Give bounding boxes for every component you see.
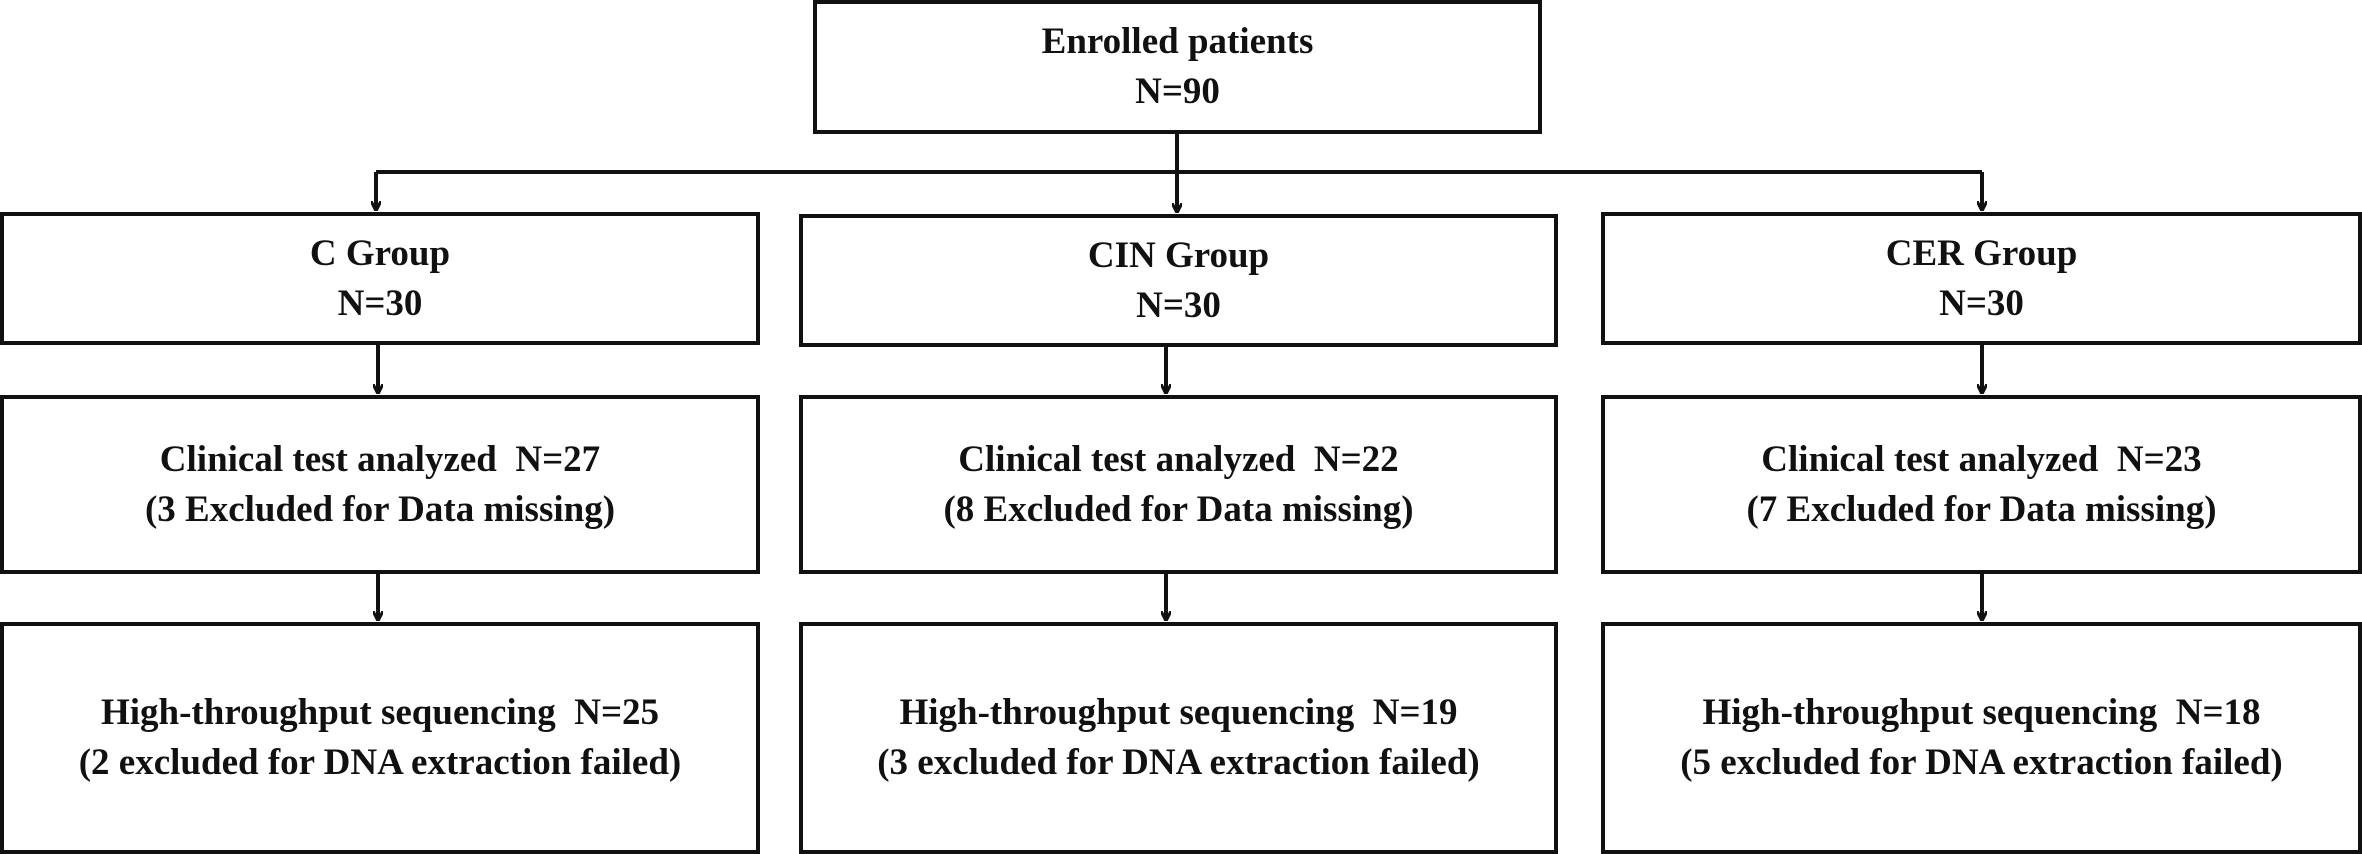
cin-group-box: CIN Group N=30	[799, 214, 1558, 347]
cer-sequencing-line2: (5 excluded for DNA extraction failed)	[1680, 742, 2283, 783]
cin-sequencing-line1: High-throughput sequencing N=19	[899, 692, 1458, 733]
cin-clinical-line2: (8 Excluded for Data missing)	[943, 488, 1414, 530]
c-sequencing-box: High-throughput sequencing N=25 (2 exclu…	[0, 622, 760, 854]
enrolled-patients-box: Enrolled patients N=90	[813, 0, 1542, 134]
cin-clinical-box: Clinical test analyzed N=22 (8 Excluded …	[799, 395, 1558, 574]
c-clinical-line2: (3 Excluded for Data missing)	[144, 488, 616, 530]
enrolled-patients-count: N=90	[1135, 71, 1220, 112]
cin-group-title: CIN Group	[1087, 234, 1270, 276]
cin-sequencing-line2: (3 excluded for DNA extraction failed)	[877, 742, 1480, 783]
c-sequencing-line2: (2 excluded for DNA extraction failed)	[78, 742, 682, 783]
c-group-title: C Group	[309, 232, 451, 274]
cer-group-box: CER Group N=30	[1601, 212, 2362, 345]
cer-group-count: N=30	[1939, 282, 2024, 324]
cer-clinical-line2: (7 Excluded for Data missing)	[1746, 488, 2217, 530]
c-clinical-box: Clinical test analyzed N=27 (3 Excluded …	[0, 395, 760, 574]
cin-sequencing-box: High-throughput sequencing N=19 (3 exclu…	[799, 622, 1558, 854]
enrolled-patients-title: Enrolled patients	[1041, 21, 1314, 62]
cer-clinical-box: Clinical test analyzed N=23 (7 Excluded …	[1601, 395, 2362, 574]
c-sequencing-line1: High-throughput sequencing N=25	[100, 692, 660, 733]
cer-clinical-line1: Clinical test analyzed N=23	[1761, 438, 2202, 480]
cin-clinical-line1: Clinical test analyzed N=22	[958, 438, 1399, 480]
cer-sequencing-box: High-throughput sequencing N=18 (5 exclu…	[1601, 622, 2362, 854]
c-group-box: C Group N=30	[0, 212, 760, 345]
c-clinical-line1: Clinical test analyzed N=27	[159, 438, 601, 480]
c-group-count: N=30	[337, 282, 423, 324]
cer-sequencing-line1: High-throughput sequencing N=18	[1702, 692, 2261, 733]
cer-group-title: CER Group	[1885, 232, 2078, 274]
cin-group-count: N=30	[1136, 284, 1221, 326]
